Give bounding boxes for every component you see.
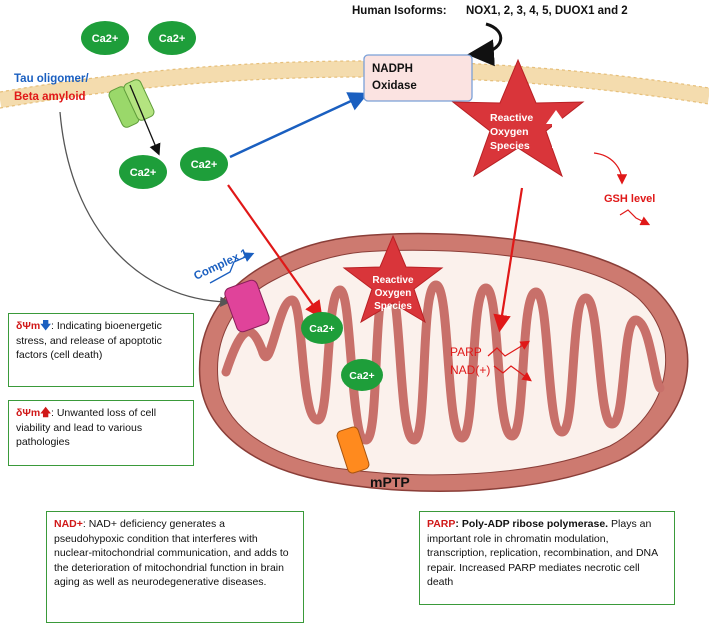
isoforms-value: NOX1, 2, 3, 4, 5, DUOX1 and 2 xyxy=(466,5,628,17)
mptp-label: mPTP xyxy=(370,474,410,490)
svg-text:Reactive: Reactive xyxy=(490,112,533,124)
nadph-oxidase: NADPH Oxidase xyxy=(363,54,473,102)
svg-text:Oxygen: Oxygen xyxy=(375,288,412,299)
parp-zigzag-up xyxy=(487,340,531,357)
ros-to-gsh-arrow xyxy=(593,152,628,185)
tau-to-mito-arrow xyxy=(59,111,231,308)
nad-zigzag-down xyxy=(493,365,532,382)
isoforms-to-nadph-arrow xyxy=(467,22,503,67)
nad-label: NAD(+) xyxy=(450,363,490,377)
svg-text:NADPH: NADPH xyxy=(372,63,413,75)
calcium-ion-2: Ca2+ xyxy=(148,21,196,55)
nad-box: NAD+: NAD+ deficiency generates a pseudo… xyxy=(46,511,304,623)
svg-text:Oxidase: Oxidase xyxy=(372,80,417,92)
calcium-ion-6: Ca2+ xyxy=(341,359,383,391)
mptp-pore xyxy=(336,426,370,474)
beta-amyloid-label: Beta amyloid xyxy=(14,91,86,103)
svg-text:Reactive: Reactive xyxy=(372,275,414,286)
tau-oligomer-label: Tau oligomer/ xyxy=(14,73,89,85)
svg-text:Species: Species xyxy=(490,140,530,152)
svg-text:Ca2+: Ca2+ xyxy=(309,323,334,335)
svg-text:Species: Species xyxy=(374,301,412,312)
parp-label: PARP xyxy=(450,345,482,359)
calcium-ion-4: Ca2+ xyxy=(180,147,228,181)
isoforms-label: Human Isoforms: xyxy=(352,5,447,17)
ca-to-nadph-arrow xyxy=(229,92,369,159)
svg-text:Oxygen: Oxygen xyxy=(490,126,529,138)
mitochondrion xyxy=(198,232,689,493)
calcium-ion-1: Ca2+ xyxy=(81,21,129,55)
complex1-arrow xyxy=(209,252,255,284)
svg-text:Ca2+: Ca2+ xyxy=(349,370,374,382)
calcium-ion-3: Ca2+ xyxy=(119,155,167,189)
cell-membrane xyxy=(0,60,709,109)
parp-box: PARP: Poly-ADP ribose polymerase. Plays … xyxy=(419,511,675,605)
svg-text:Ca2+: Ca2+ xyxy=(92,33,119,45)
arrow-up-icon: 🡅 xyxy=(40,407,51,419)
svg-text:Ca2+: Ca2+ xyxy=(130,167,157,179)
gsh-zigzag-down xyxy=(619,209,651,226)
svg-text:Ca2+: Ca2+ xyxy=(191,159,218,171)
calcium-ion-5: Ca2+ xyxy=(301,312,343,344)
ros-star-large: Reactive Oxygen Species xyxy=(451,58,585,178)
ros-to-parp-arrow xyxy=(493,187,524,333)
gsh-level-label: GSH level xyxy=(604,193,655,205)
dpsi-down-box: δΨm🡇: Indicating bioenergetic stress, an… xyxy=(8,313,194,387)
svg-text:Ca2+: Ca2+ xyxy=(159,33,186,45)
complex-1-protein xyxy=(224,279,270,333)
ca-to-mito-arrow xyxy=(227,184,323,319)
channel-to-ca-arrow xyxy=(129,84,161,156)
dpsi-up-box: δΨm🡅: Unwanted loss of cell viability an… xyxy=(8,400,194,466)
ros-star-small: Reactive Oxygen Species xyxy=(342,234,444,324)
ros-increase-arrow-icon xyxy=(546,110,566,148)
arrow-down-icon: 🡇 xyxy=(40,320,51,332)
